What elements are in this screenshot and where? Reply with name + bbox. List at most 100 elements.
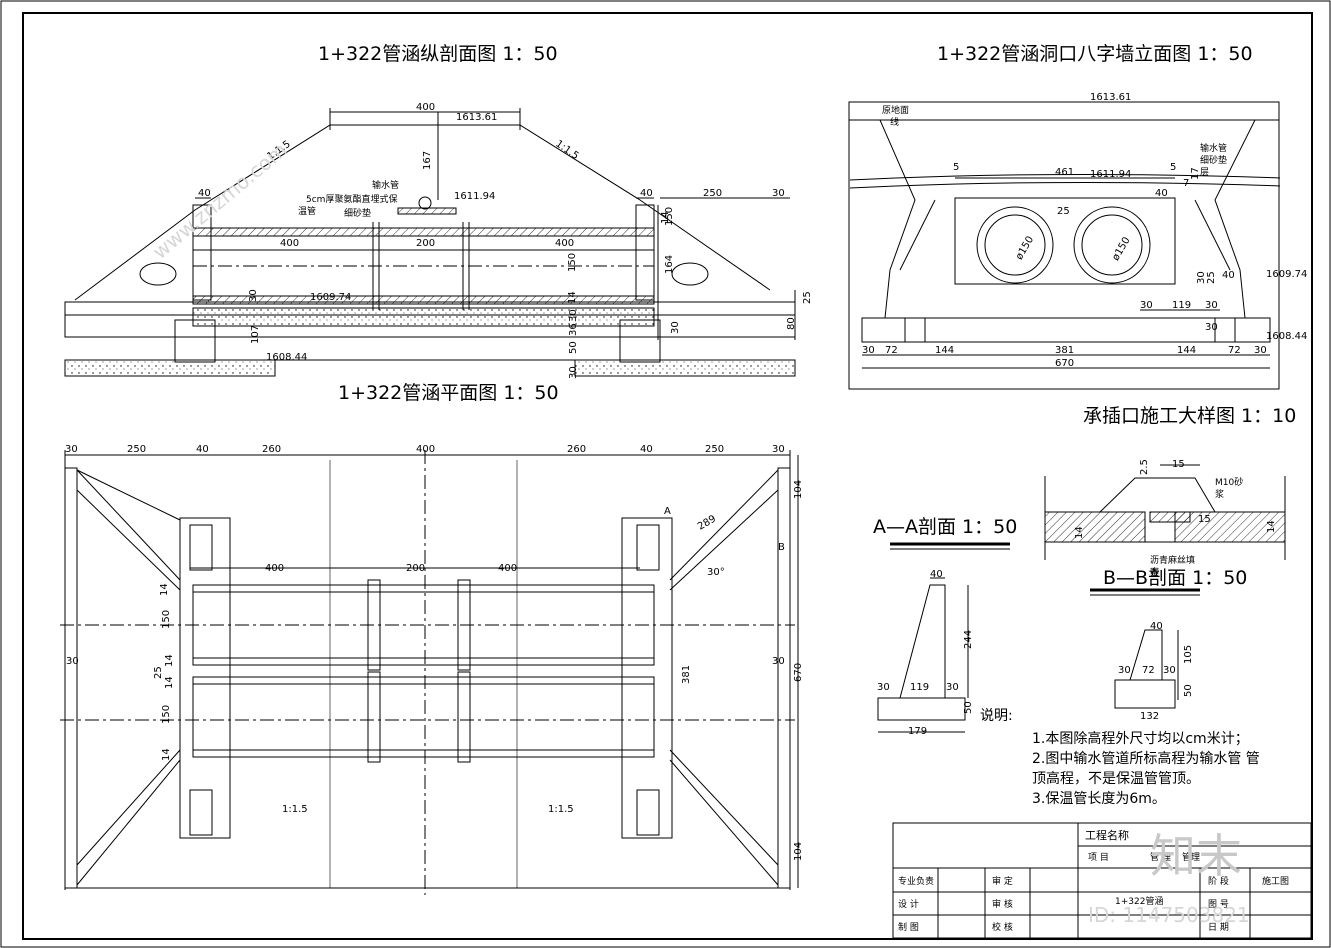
- profile-v-30: 30: [248, 289, 259, 302]
- joint-detail: [1044, 464, 1286, 560]
- profile-seg-3: 400: [555, 238, 574, 249]
- plan-mark-a: A: [664, 506, 671, 517]
- profile-top-width: 400: [416, 102, 435, 113]
- notes-heading: 说明:: [980, 708, 1013, 724]
- plan-dim-8: 250: [705, 444, 724, 455]
- elevation-elev-pipe: 1611.94: [1090, 169, 1131, 180]
- section-bb-d40: 40: [1150, 621, 1163, 632]
- elevation-d461: 461: [1055, 167, 1074, 178]
- profile-v-14b: 14: [567, 291, 578, 304]
- tb-sheet-label: 图 号: [1208, 899, 1229, 910]
- profile-label-sand: 细砂垫: [344, 207, 371, 219]
- plan-dim-2: 250: [127, 444, 146, 455]
- tb-row-right-3: 校 核: [992, 921, 1013, 933]
- elevation-bdim-4: 381: [1055, 345, 1074, 356]
- plan-dim-4: 260: [262, 444, 281, 455]
- plan-d30-right: 30: [772, 656, 785, 667]
- profile-elev-pipe: 1611.94: [454, 191, 495, 202]
- elevation-layer-label: 层: [1200, 167, 1209, 178]
- elevation-d40b: 40: [1222, 270, 1235, 281]
- profile-h-167: 167: [422, 151, 433, 170]
- notes-line-4: 3.保温管长度为6m。: [1032, 791, 1166, 807]
- elevation-pipe-label: 输水管: [1200, 142, 1227, 154]
- plan-left-150a: 150: [161, 610, 172, 629]
- plan-dim-3: 40: [196, 444, 209, 455]
- plan-d30-left: 30: [66, 656, 79, 667]
- plan-mid-1: 400: [265, 563, 284, 574]
- section-bb: [1090, 588, 1200, 709]
- watermark-id: ID: 1147503821: [1088, 903, 1250, 927]
- section-aa-d244: 244: [963, 630, 974, 649]
- tb-row-left-2: 设 计: [898, 898, 919, 910]
- profile-elev-top: 1613.61: [456, 112, 497, 123]
- elevation-elev-invert: 1609.74: [1266, 269, 1307, 280]
- joint-d15: 15: [1172, 459, 1185, 470]
- elevation-d30a: 30: [1140, 300, 1153, 311]
- section-bb-d72: 72: [1142, 665, 1155, 676]
- joint-mortar-2: 浆: [1215, 488, 1224, 500]
- section-bb-title: B—B剖面 1：50: [1103, 567, 1247, 589]
- plan-left-14d: 14: [161, 748, 172, 761]
- elevation-ground-line-1: 原地面: [882, 104, 909, 116]
- profile-v-30c: 30: [568, 366, 579, 379]
- elevation-sand-label: 细砂垫: [1200, 154, 1227, 166]
- joint-d14a: 14: [1074, 526, 1085, 539]
- profile-v-30d: 30: [568, 309, 579, 322]
- profile-dim-40-right: 40: [640, 188, 653, 199]
- section-aa-d30b: 30: [946, 682, 959, 693]
- elevation-d25: 25: [1057, 206, 1070, 217]
- profile-v-36: 36: [568, 323, 579, 336]
- elevation-d40: 40: [1155, 188, 1168, 199]
- plan-angle: 30°: [707, 567, 725, 578]
- elevation-side-30: 30: [1196, 271, 1207, 284]
- profile-v-107: 107: [250, 325, 261, 344]
- profile-seg-2: 200: [416, 238, 435, 249]
- elevation-d30b: 30: [1205, 300, 1218, 311]
- joint-d15b: 15: [1198, 514, 1211, 525]
- plan-slope-2: 1:1.5: [548, 804, 574, 815]
- section-bb-d132: 132: [1140, 711, 1159, 722]
- joint-d14b: 14: [1266, 520, 1277, 533]
- plan-mark-b: B: [778, 542, 785, 553]
- joint-mortar: M10砂: [1215, 476, 1243, 488]
- elevation-side-25: 25: [1206, 271, 1217, 284]
- profile-dim-250: 250: [703, 188, 722, 199]
- profile-dim-40-left: 40: [198, 188, 211, 199]
- elevation-bdim-3: 144: [935, 345, 954, 356]
- profile-v-164: 164: [664, 255, 675, 274]
- notes-line-1: 1.本图除高程外尺寸均以cm米计；: [1032, 730, 1249, 747]
- elevation-side-17: 17: [1190, 167, 1201, 180]
- elevation-d5a: 5: [953, 162, 959, 173]
- elevation-d5b: 5: [1170, 162, 1176, 173]
- section-aa-title: A—A剖面 1：50: [873, 516, 1017, 538]
- elevation-elev-base: 1608.44: [1266, 331, 1307, 342]
- profile-v-30b: 30: [670, 321, 681, 334]
- profile-label-pipe: 输水管: [372, 179, 399, 191]
- section-aa: [877, 542, 1010, 733]
- plan-left-14a: 14: [159, 583, 170, 596]
- tb-stage-label: 阶 段: [1208, 875, 1229, 887]
- profile-label-insul2: 温管: [298, 205, 316, 217]
- tb-row-right-2: 审 核: [992, 898, 1013, 910]
- title-block: [892, 822, 1312, 939]
- tb-item: 项 目: [1088, 852, 1109, 863]
- section-bb-d50: 50: [1183, 684, 1194, 697]
- elevation-elev-top: 1613.61: [1090, 92, 1131, 103]
- profile-v-14: 14: [660, 211, 671, 224]
- section-aa-d50: 50: [963, 701, 974, 714]
- plan-right-104b: 104: [793, 842, 804, 861]
- profile-label-insul: 5cm厚聚氨酯直埋式保: [306, 193, 397, 205]
- tb-date-label: 日 期: [1208, 922, 1229, 933]
- plan-left-25: 25: [153, 666, 164, 679]
- section-aa-d119: 119: [910, 682, 929, 693]
- profile-title: 1+322管涵纵剖面图 1：50: [318, 43, 558, 65]
- tb-item-3: 管理: [1182, 851, 1200, 863]
- plan-title: 1+322管涵平面图 1：50: [338, 382, 559, 404]
- plan-mid-2: 200: [406, 563, 425, 574]
- section-bb-d30: 30: [1118, 665, 1131, 676]
- elevation-view: [848, 101, 1281, 390]
- profile-v-25: 25: [802, 291, 813, 304]
- elevation-title: 1+322管涵洞口八字墙立面图 1：50: [937, 43, 1253, 65]
- elevation-ground-line-2: 线: [890, 116, 899, 128]
